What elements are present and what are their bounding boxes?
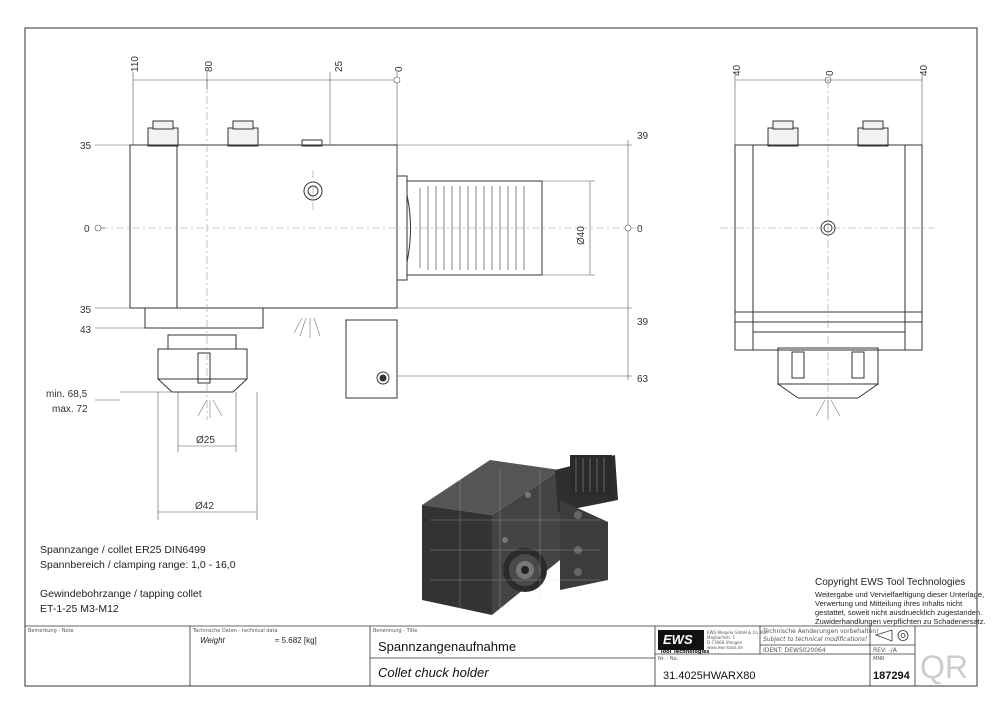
company-line-1: EWS Weigele GmbH & Co. KG	[707, 630, 766, 635]
dim-top-80: 80	[204, 60, 215, 72]
ews-logo	[658, 630, 704, 650]
qr-stamp: QR	[920, 649, 968, 685]
dim-top-25: 25	[334, 60, 345, 72]
part-number: 31.4025HWARX80	[663, 670, 756, 682]
copyright-line-2: Verwertung und Mitteilung ihres Inhalts …	[815, 599, 963, 608]
side-dim-left-40: 40	[732, 64, 743, 76]
dim-min: min. 68,5	[46, 389, 88, 400]
copyright-line-4: Zuwiderhandlungen verpflichten zu Schade…	[815, 617, 986, 626]
dim-top-110: 110	[130, 56, 141, 72]
title-block-frame	[25, 625, 977, 686]
dim-body-diameter: Ø42	[195, 501, 214, 512]
weight-label: Weight	[200, 636, 226, 645]
dim-right-39-bottom: 39	[637, 317, 649, 328]
change-note-english: Subject to technical modifications!	[763, 636, 867, 643]
centerlines-side	[720, 80, 935, 420]
isometric-render	[422, 455, 618, 615]
front-view	[129, 120, 543, 418]
weight-value: ≈ 5.682 [kg]	[275, 636, 317, 645]
dim-left-35-bottom: 35	[80, 305, 92, 316]
sheet-border	[24, 27, 978, 687]
copyright-line-1: Weitergabe und Vervielfaeltigung dieser …	[815, 590, 984, 599]
side-dim-right-40: 40	[919, 64, 930, 76]
dim-bore-diameter: Ø40	[576, 226, 587, 245]
spec-collet: Spannzange / collet ER25 DIN6499	[40, 544, 206, 556]
company-line-4: www.ews-tools.de	[707, 645, 743, 650]
dimension-lines-front	[95, 72, 632, 520]
dim-right-0: 0	[637, 224, 643, 235]
projection-symbol-icon	[874, 629, 909, 642]
ews-logo-subtitle: Tool Technologies	[660, 649, 710, 655]
ews-logo-text: EWS	[663, 632, 693, 647]
tech-data-label: Technische Daten - technical data	[192, 628, 278, 634]
side-dim-0: 0	[825, 70, 836, 76]
dim-max: max. 72	[52, 404, 88, 415]
number-label: Nr. - No.	[658, 656, 679, 662]
dim-left-35-top: 35	[80, 141, 92, 152]
dim-right-39-top: 39	[637, 131, 649, 142]
title-english: Collet chuck holder	[378, 665, 489, 680]
dim-left-43: 43	[80, 325, 92, 336]
spec-clamping-range: Spannbereich / clamping range: 1,0 - 16,…	[40, 559, 236, 571]
dim-right-63: 63	[637, 374, 649, 385]
mnr-number: 187294	[873, 670, 911, 682]
company-line-3: D-73066 Uhingen	[707, 640, 743, 645]
change-note-german: Technische Aenderungen vorbehalten!	[762, 628, 879, 635]
side-view	[734, 120, 923, 418]
revision: REV: -/A	[873, 647, 898, 654]
ident-number: IDENT: DEWS020064	[763, 647, 826, 654]
copyright-line-3: gestattet, soweit nicht ausdruecklich zu…	[815, 608, 982, 617]
dimension-lines-side	[734, 72, 923, 145]
spec-tapping-collet: Gewindebohrzange / tapping collet	[40, 588, 202, 600]
title-label: Benennung - Title	[373, 628, 417, 634]
copyright-title: Copyright EWS Tool Technologies	[815, 577, 965, 588]
dim-left-0: 0	[84, 224, 90, 235]
spec-tapping-size: ET-1-25 M3-M12	[40, 603, 119, 615]
dim-origin-markers	[94, 76, 832, 232]
dim-top-0: 0	[394, 66, 405, 72]
mnr-label: MNR	[873, 656, 885, 662]
centerlines-front	[100, 80, 640, 420]
note-label: Bemerkung - Note	[28, 628, 74, 634]
company-line-2: Maybachstr. 1	[707, 635, 735, 640]
dim-collet-diameter: Ø25	[196, 435, 215, 446]
title-german: Spannzangenaufnahme	[378, 639, 516, 654]
